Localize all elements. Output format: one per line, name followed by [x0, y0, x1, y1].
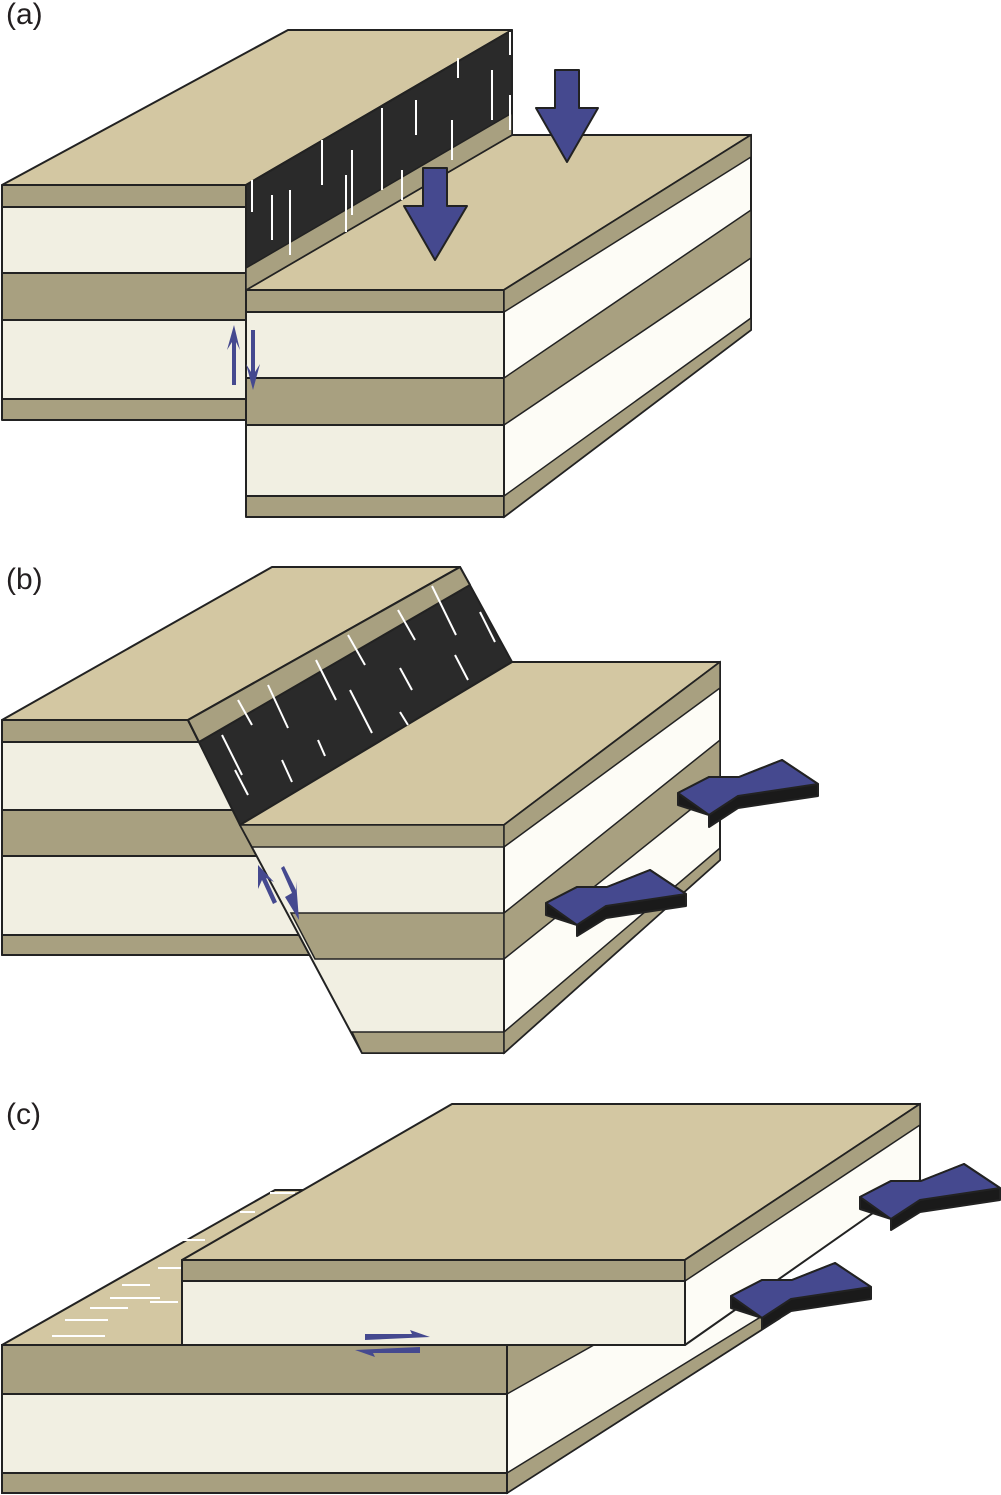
left-layer-light-1 [1, 206, 247, 274]
panel-a-label: (a) [6, 0, 43, 31]
right-layer-light-2 [245, 424, 505, 497]
left-layer-dark-2 [1, 272, 247, 321]
slickenside-striations [251, 32, 511, 255]
left-layer-light-2 [1, 319, 247, 400]
panel-b: (b) [0, 563, 1001, 1065]
left-layer-dark-1 [1, 184, 247, 208]
down-arrow-1 [535, 69, 599, 163]
right-layer-dark-2 [245, 377, 505, 426]
panel-c-label: (c) [6, 1098, 41, 1131]
right-layer-light-1 [245, 311, 505, 379]
panel-c: (c) [0, 1098, 1001, 1495]
panel-a: (a) [0, 0, 1001, 525]
panel-a-diagram [1, 29, 752, 519]
fault-shear-arrows [227, 325, 260, 390]
panel-b-diagram [1, 566, 819, 1055]
panel-b-label: (b) [6, 563, 43, 596]
left-layer-dark-3 [1, 398, 247, 421]
panel-c-diagram [1, 1102, 1001, 1495]
down-arrow-2 [403, 167, 468, 261]
right-layer-dark-3 [245, 495, 505, 518]
right-layer-dark-1 [245, 289, 505, 313]
